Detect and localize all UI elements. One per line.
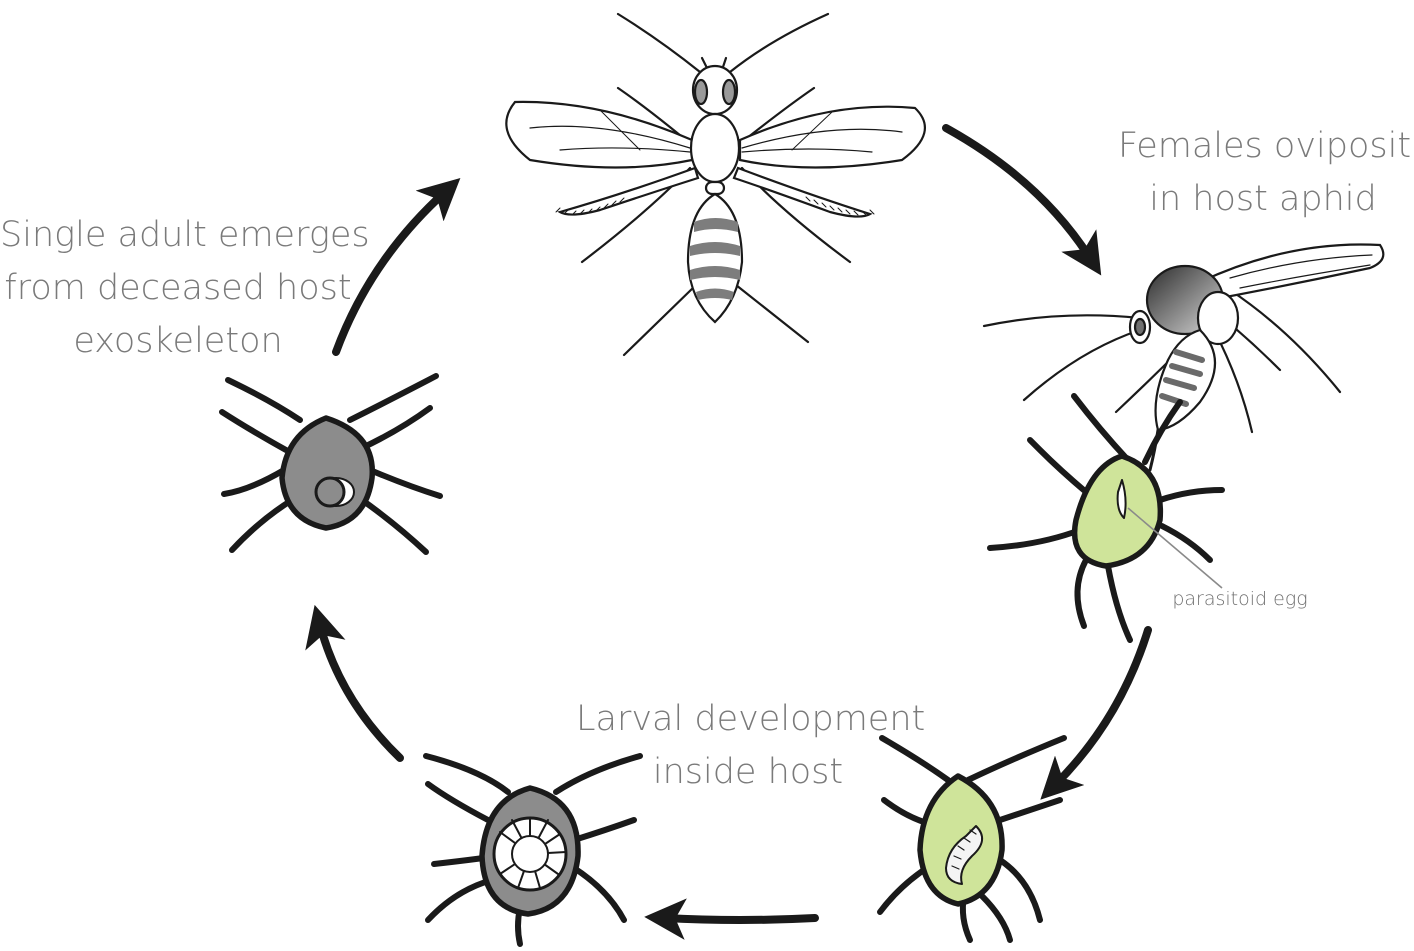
label-emerge-line-1: Single adult emerges: [0, 209, 356, 262]
label-oviposit-line-1: Females oviposit: [1118, 120, 1408, 173]
arrow-egg-to-larva: [1055, 630, 1148, 785]
arrow-larva-to-mummy: [665, 918, 815, 920]
label-larval: Larval development inside host: [576, 693, 920, 799]
label-parasitoid-egg: parasitoid egg: [1158, 588, 1322, 610]
adult-wasp-icon: [506, 14, 925, 355]
label-oviposit-line-2: in host aphid: [1118, 173, 1408, 226]
label-larval-line-2: inside host: [576, 746, 920, 799]
ovipositing-wasp-icon: [984, 244, 1383, 470]
label-oviposit: Females oviposit in host aphid: [1118, 120, 1408, 226]
label-emerge-line-3: exoskeleton: [0, 315, 356, 368]
label-larval-line-1: Larval development: [576, 693, 920, 746]
label-emerge: Single adult emerges from deceased host …: [0, 209, 356, 368]
mummy-with-exit-hole-icon: [222, 376, 440, 552]
arrow-wasp-to-oviposit: [946, 128, 1090, 258]
label-emerge-line-2: from deceased host: [0, 262, 356, 315]
arrow-mummy-to-emerged: [320, 625, 400, 758]
